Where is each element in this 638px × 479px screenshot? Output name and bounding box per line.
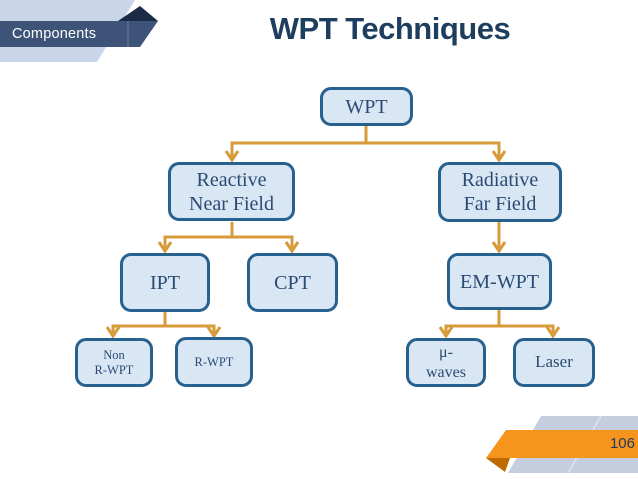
connector-level1 bbox=[230, 141, 501, 158]
tree-node-non-r-wpt: Non R-WPT bbox=[75, 338, 153, 387]
tree-node-reactive-near-field: Reactive Near Field bbox=[168, 162, 295, 221]
arrowhead-nonrwpt bbox=[105, 325, 121, 338]
connector-level2-left bbox=[163, 235, 294, 248]
tree-node-ipt: IPT bbox=[120, 253, 210, 312]
arrowhead-emwpt bbox=[491, 240, 507, 253]
connector-level3-left bbox=[111, 324, 216, 333]
tree-node-microwaves: μ- waves bbox=[406, 338, 486, 387]
arrowhead-radiative bbox=[491, 149, 507, 162]
tree-node-laser: Laser bbox=[513, 338, 595, 387]
connector-level3-right bbox=[444, 324, 555, 333]
arrowhead-rwpt bbox=[206, 325, 222, 338]
tree-node-cpt: CPT bbox=[247, 253, 338, 312]
tree-node-r-wpt: R-WPT bbox=[175, 337, 253, 387]
tree-node-em-wpt: EM-WPT bbox=[447, 253, 552, 310]
arrowhead-ipt bbox=[157, 240, 173, 253]
arrowhead-cpt bbox=[284, 240, 300, 253]
tree-node-radiative-far-field: Radiative Far Field bbox=[438, 162, 562, 222]
arrowhead-laser bbox=[545, 325, 561, 338]
footer-band-seam bbox=[567, 415, 602, 474]
section-tab-label: Components bbox=[12, 26, 97, 42]
page-title: WPT Techniques bbox=[269, 11, 511, 46]
tree-node-wpt: WPT bbox=[320, 87, 413, 126]
footer-orange-fold bbox=[486, 458, 510, 472]
page-number: 106 bbox=[609, 435, 635, 452]
arrowhead-reactive bbox=[224, 149, 240, 162]
header-ribbon-fold bbox=[118, 6, 158, 21]
arrowhead-microwaves bbox=[438, 325, 454, 338]
